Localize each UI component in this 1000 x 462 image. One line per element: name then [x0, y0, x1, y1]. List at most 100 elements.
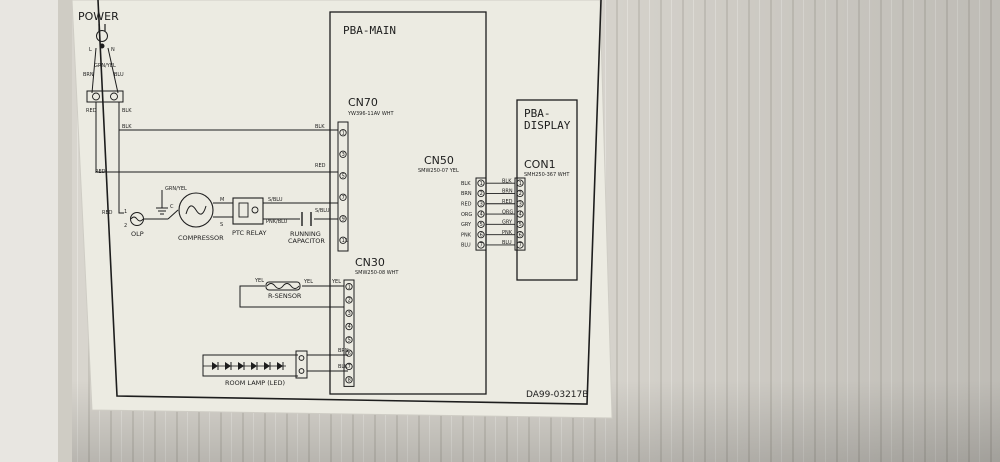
label-border	[97, 0, 602, 405]
cn30-pin	[345, 362, 353, 371]
cn30-pin	[345, 282, 353, 291]
yel-label-3: YEL	[331, 279, 341, 285]
cn50-wire-label: BRN	[461, 191, 472, 197]
power-label: POWER	[78, 10, 119, 23]
r-sensor-wiring	[239, 281, 344, 308]
cn30-label: CN30	[355, 256, 385, 269]
cn30-pin-number: 8	[348, 377, 351, 383]
con1-pin-number: 4	[519, 212, 522, 218]
con1-wire-label: GRY	[502, 220, 513, 226]
cn50-pin-number: 1	[480, 181, 483, 187]
con1-pin-number: 1	[519, 181, 522, 187]
cn70-pin	[339, 236, 347, 244]
cn50-pin	[477, 189, 485, 198]
ptc-relay-label: PTC RELAY	[232, 229, 266, 237]
cn50-pin	[477, 200, 485, 208]
cn30-pin-number: 3	[348, 311, 351, 317]
con1-wire-label: BLK	[502, 178, 512, 184]
pba-display-board	[516, 99, 578, 281]
s-blu-label-1: S/BLU	[268, 197, 283, 203]
con1-pin	[516, 179, 524, 187]
cn50-wire-label: RED	[461, 201, 472, 207]
led-array	[203, 362, 286, 370]
con1-wire-label: RED	[502, 199, 513, 205]
red-wire-label-olp: RED	[102, 210, 113, 216]
compressor-symbol	[167, 192, 233, 228]
con1-label: CON1	[524, 158, 556, 171]
power-ground-label: GRN/YEL	[94, 63, 116, 69]
cn50-pin	[477, 230, 485, 239]
con1-pin-number: 6	[519, 232, 522, 238]
running-label: RUNNING	[290, 230, 321, 238]
con1-pin	[516, 230, 524, 239]
cn70-pin-number: 1	[342, 130, 345, 136]
cn50-pin-number: 3	[480, 201, 483, 207]
cn30-pin	[345, 349, 353, 357]
cn70-pin	[339, 150, 347, 158]
cabinet-edge	[0, 0, 60, 462]
compressor-s-terminal: S	[220, 222, 223, 228]
cn70-subtitle: YW396-11AV WHT	[347, 111, 395, 117]
cabinet-edge-shadow	[58, 0, 72, 462]
cn50-pin	[477, 210, 485, 218]
blk-wire-label-cn70-end: BLK	[315, 124, 325, 130]
relay-wires	[263, 202, 338, 220]
cn70-housing	[337, 121, 349, 252]
yel-label-1: YEL	[254, 278, 264, 284]
cn50-pin-number: 7	[480, 243, 483, 249]
ground-icon	[156, 190, 168, 215]
brn-wire-label: BRN	[83, 72, 94, 78]
cn50-wire-label: PNK	[461, 232, 472, 238]
blk-lamp-label: BLK	[338, 364, 348, 370]
compressor-c-terminal: C	[170, 204, 174, 210]
cn50-pin-number: 5	[480, 222, 483, 228]
cn70-pin-number: 5	[342, 173, 345, 179]
cn50-wire-label: BLU	[461, 243, 471, 249]
blk-wire-label-cn70: BLK	[122, 124, 132, 130]
blu-wire-label: BLU	[114, 72, 124, 78]
cn70-pin	[339, 215, 347, 223]
cn70-pin	[339, 193, 347, 201]
s-blu-label-2: S/BLU	[315, 208, 330, 214]
power-l-label: L	[89, 47, 92, 53]
con1-pin	[516, 210, 524, 218]
cn50-pin	[477, 179, 485, 187]
compressor-m-terminal: M	[220, 197, 224, 203]
cn70-pin	[339, 129, 347, 137]
cn50-wire-label: GRY	[461, 222, 472, 228]
con1-wire-label: BRN	[502, 189, 513, 195]
cn70-pin-number: 11	[342, 238, 348, 244]
cn30-pin	[345, 322, 353, 331]
cn30-housing	[343, 279, 355, 387]
compressor-label: COMPRESSOR	[178, 234, 224, 242]
cn30-pin-number: 2	[348, 298, 351, 304]
cn30-pin	[345, 296, 353, 304]
power-plug	[91, 24, 119, 94]
room-lamp-wiring	[202, 350, 348, 379]
cn30-pin	[345, 309, 353, 317]
olp-pin-2: 2	[124, 223, 127, 229]
cn30-pin-number: 6	[348, 351, 351, 357]
pba-display-label-2: DISPLAY	[524, 119, 571, 132]
cn70-pin-number: 3	[342, 152, 345, 158]
running-capacitor	[301, 212, 312, 226]
cn70-pin	[339, 172, 347, 180]
cn50-subtitle: SMW250-07 YEL	[418, 168, 459, 174]
con1-pin-number: 3	[519, 201, 522, 207]
compressor-ground-label: GRN/YEL	[165, 186, 187, 192]
cn50-pin-number: 4	[480, 212, 483, 218]
con1-pin-number: 2	[519, 191, 522, 197]
con1-pin	[516, 241, 524, 249]
olp-label: OLP	[131, 230, 144, 238]
cn50-wire-label: ORG	[461, 212, 472, 218]
con1-pin	[516, 189, 524, 198]
olp-protector	[130, 212, 168, 226]
power-terminal-block	[86, 90, 124, 103]
con1-wire-label: PNK	[502, 230, 513, 236]
cn50-pin	[477, 220, 485, 229]
